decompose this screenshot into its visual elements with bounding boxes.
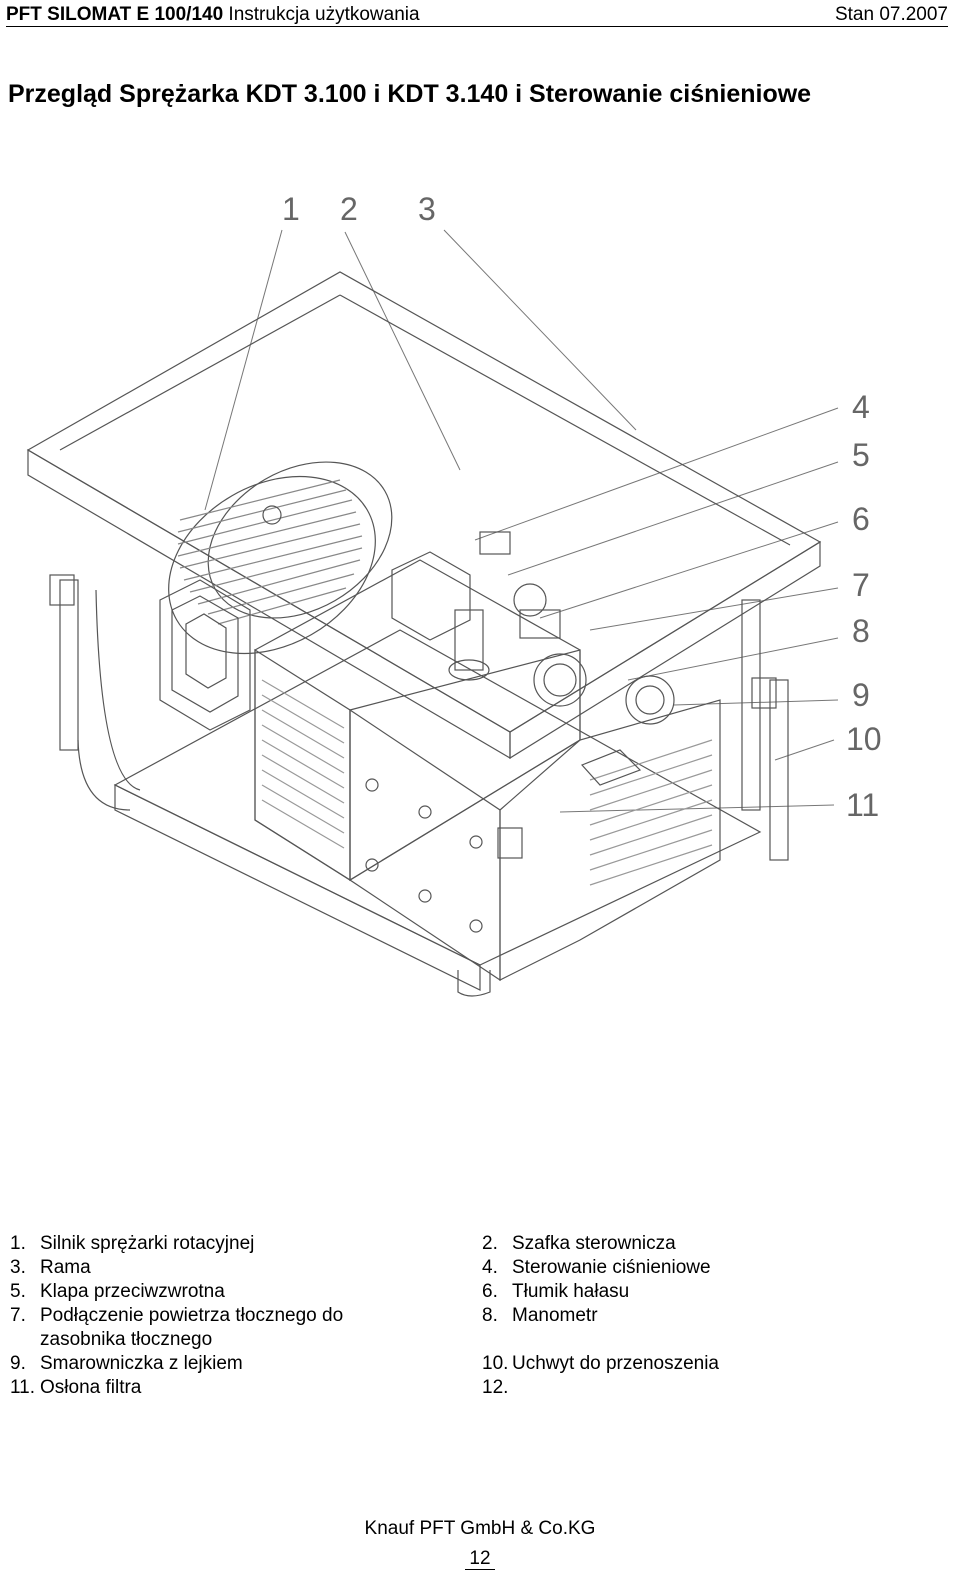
legend-item: 12. [482,1376,512,1400]
legend-num: 11. [10,1377,36,1398]
legend-label: zasobnika tłocznego [40,1329,213,1350]
callout-7: 7 [852,567,870,603]
compressor-diagram: 1 2 3 4 5 6 7 8 9 10 11 [0,180,960,1140]
callout-8: 8 [852,613,870,649]
legend-num: 7. [10,1305,26,1326]
page-number: 12 [465,1548,495,1570]
legend-item: 11.Osłona filtra [10,1376,141,1400]
footer-company: Knauf PFT GmbH & Co.KG [364,1518,596,1539]
legend-label: Szafka sterownicza [512,1233,676,1254]
legend-item: 2. Szafka sterownicza [482,1232,676,1256]
legend-item: 5. Klapa przeciwzwrotna [10,1280,225,1304]
header-status: Stan 07.2007 [834,4,948,25]
legend-item: 3. Rama [10,1256,91,1280]
legend-label: Rama [40,1257,91,1278]
legend-item: 7. Podłączenie powietrza tłocznego do [10,1304,343,1328]
callout-3: 3 [418,191,436,227]
callout-9: 9 [852,677,870,713]
legend-item: 9. Smarowniczka z lejkiem [10,1352,243,1376]
callout-1: 1 [282,191,300,227]
legend-num: 2. [482,1233,498,1254]
legend-label: Tłumik hałasu [512,1281,630,1302]
page-header: PFT SILOMAT E 100/140 Instrukcja użytkow… [6,4,948,27]
legend-num: 9. [10,1353,26,1374]
legend-label: Manometr [512,1305,598,1326]
legend-item-continuation: zasobnika tłocznego [10,1328,212,1352]
legend-num: 8. [482,1305,498,1326]
legend-item: 10.Uchwyt do przenoszenia [482,1352,719,1376]
legend-item: 1. Silnik sprężarki rotacyjnej [10,1232,254,1256]
legend-item: 4. Sterowanie ciśnieniowe [482,1256,711,1280]
legend-label: Sterowanie ciśnieniowe [512,1257,711,1278]
header-product: PFT SILOMAT E 100/140 [6,4,224,25]
callout-11: 11 [846,787,879,823]
legend-num: 12. [482,1377,509,1398]
legend-item: 8. Manometr [482,1304,598,1328]
page-title: Przegląd Sprężarka KDT 3.100 i KDT 3.140… [8,80,812,108]
callout-6: 6 [852,501,870,537]
legend-num: 1. [10,1233,26,1254]
header-left: PFT SILOMAT E 100/140 Instrukcja użytkow… [6,4,420,25]
legend-num: 3. [10,1257,26,1278]
header-doc-title: Instrukcja użytkowania [223,4,420,25]
callout-4: 4 [852,389,870,425]
legend-label: Uchwyt do przenoszenia [512,1353,719,1374]
legend-label: Osłona filtra [40,1377,142,1398]
legend-num: 5. [10,1281,26,1302]
legend-num: 6. [482,1281,498,1302]
legend-num: 4. [482,1257,498,1278]
legend-label: Klapa przeciwzwrotna [40,1281,225,1302]
page-number-wrap: 12 [0,1548,960,1570]
legend-num: 10. [482,1353,509,1374]
legend-item: 6. Tłumik hałasu [482,1280,629,1304]
legend-label: Smarowniczka z lejkiem [40,1353,243,1374]
callout-10: 10 [846,721,882,757]
legend-label: Silnik sprężarki rotacyjnej [40,1233,255,1254]
callout-2: 2 [340,191,358,227]
legend-label: Podłączenie powietrza tłocznego do [40,1305,344,1326]
callout-5: 5 [852,437,870,473]
